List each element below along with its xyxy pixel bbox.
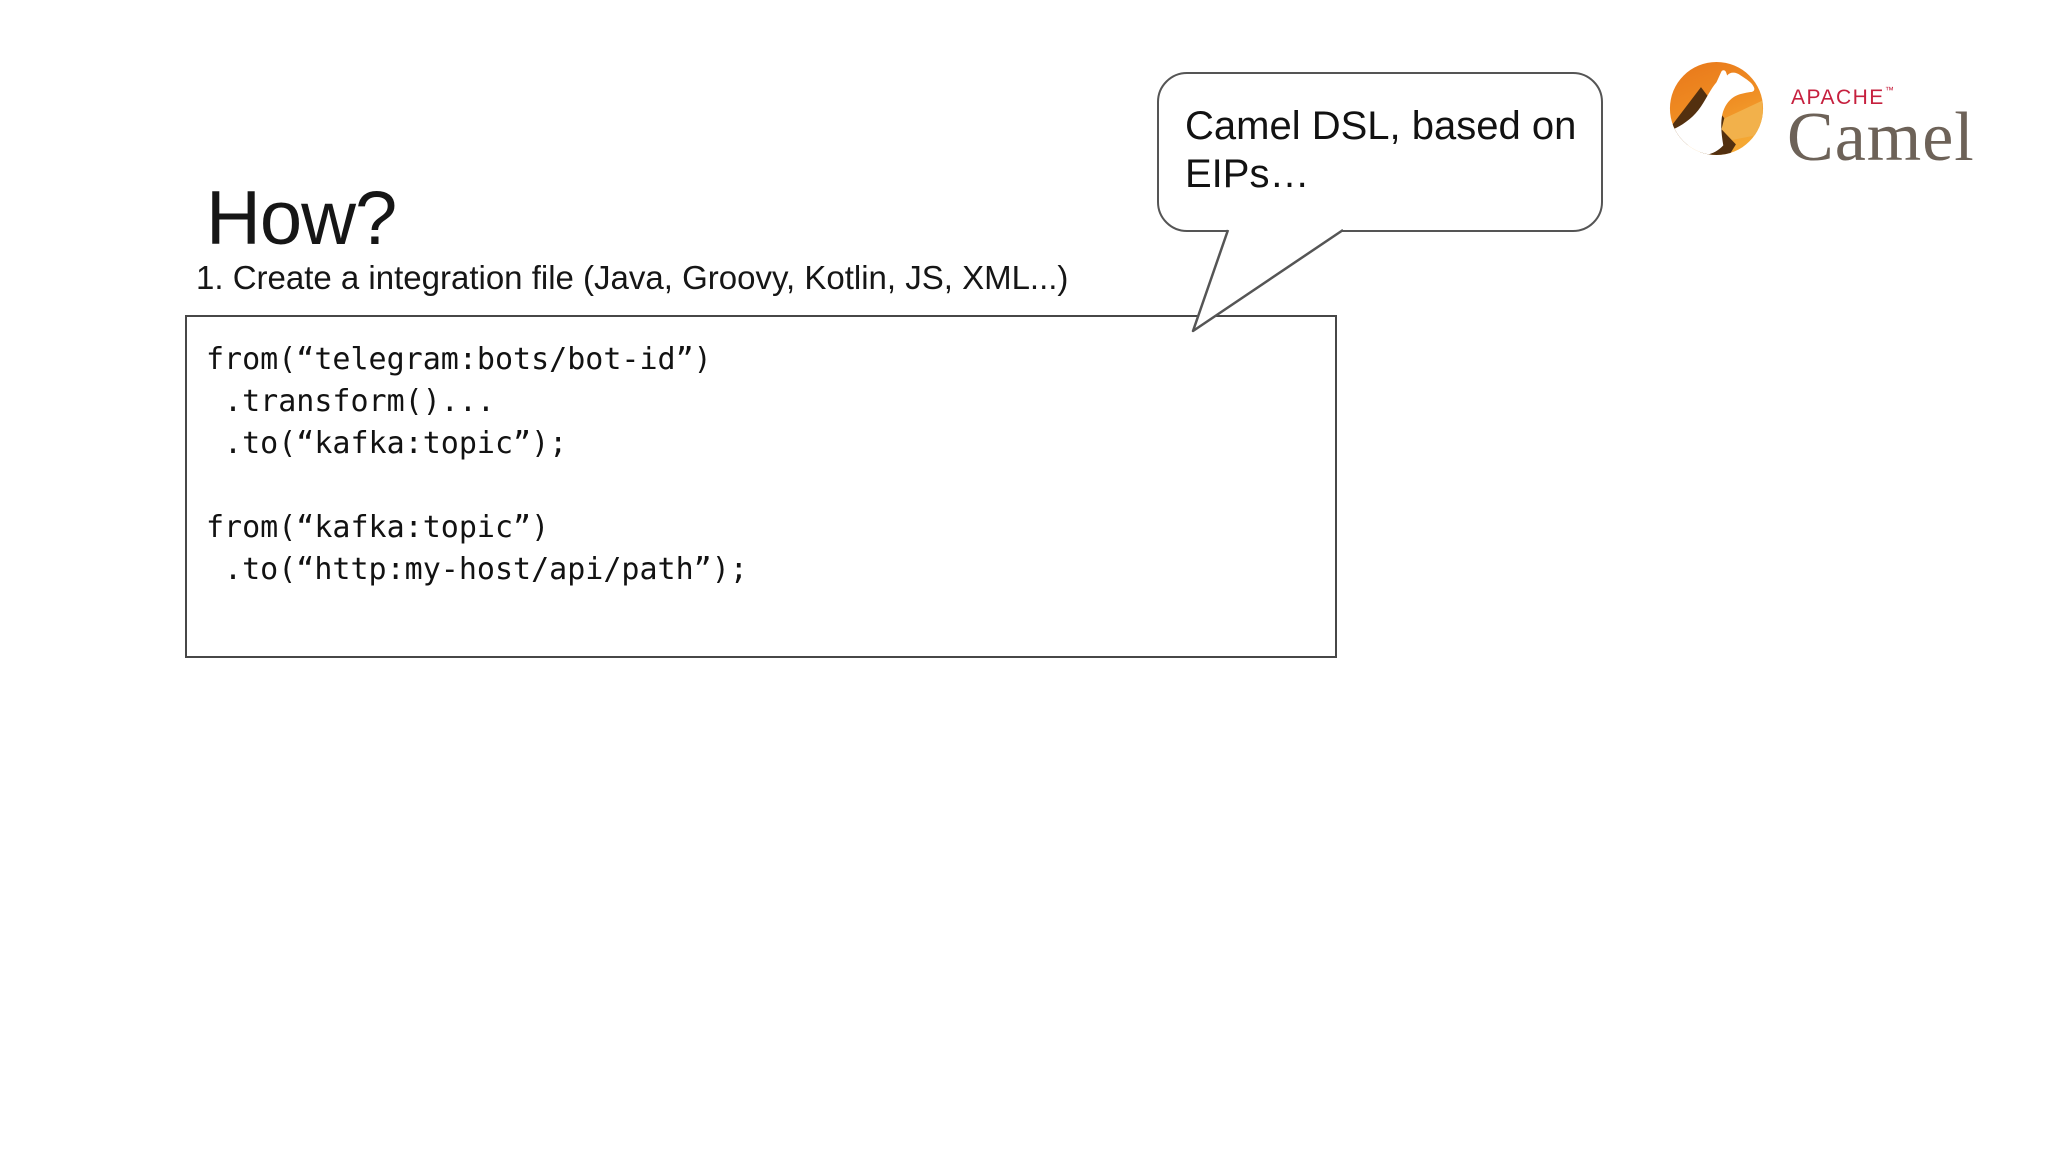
callout-line-1: Camel DSL, based on [1185,104,1577,148]
camel-wordmark: Camel [1787,99,1975,176]
callout-line-2: EIPs… [1185,152,1310,196]
camel-icon-sand-dune [1716,100,1764,142]
trademark-symbol: ™ [1884,85,1894,95]
camel-icon [1669,61,1764,156]
apache-wordmark: APACHE™ [1791,86,1894,110]
page-title: How? [206,175,397,261]
callout-text: Camel DSL, based on EIPs… [1159,74,1601,198]
camel-head-silhouette [1669,70,1755,156]
callout-bubble: Camel DSL, based on EIPs… [1157,72,1603,232]
code-box: from(“telegram:bots/bot-id”) .transform(… [185,315,1337,658]
step-item-1: 1. Create a integration file (Java, Groo… [196,259,1069,296]
code-block: from(“telegram:bots/bot-id”) .transform(… [206,342,748,587]
apache-wordmark-text: APACHE [1791,86,1885,109]
